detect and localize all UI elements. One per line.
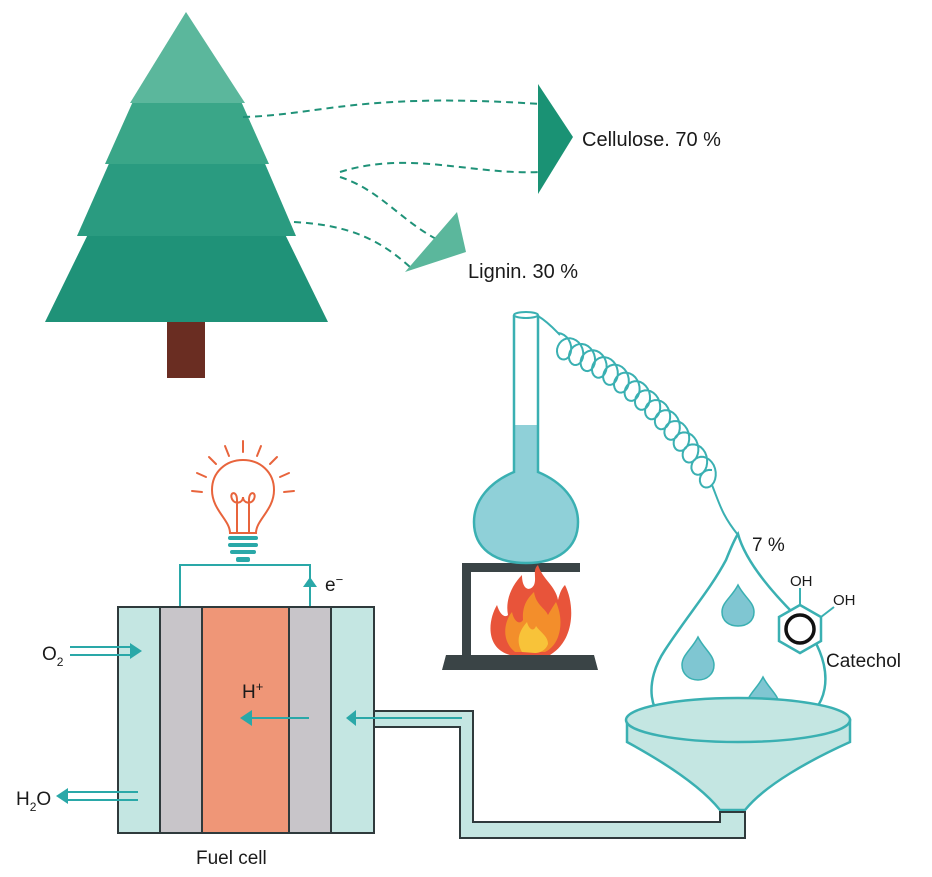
flow-line-1	[242, 99, 541, 118]
flow-line-3	[339, 176, 439, 241]
fuel-cell	[117, 606, 375, 834]
flame-inner	[518, 622, 548, 653]
bulb-base-tip	[236, 557, 250, 562]
droplet-2	[681, 635, 715, 681]
tree-tier-third	[77, 159, 296, 236]
ray-2	[224, 445, 230, 457]
condenser-coil	[537, 315, 739, 536]
lignin-label: Lignin. 30 %	[468, 261, 578, 283]
funnel-rim	[624, 696, 852, 744]
fuel-cell-label: Fuel cell	[196, 848, 267, 869]
flask-liquid	[474, 425, 578, 563]
water-label: H2O	[16, 789, 51, 814]
electron-label: e−	[325, 572, 343, 596]
water-outlet	[66, 791, 138, 801]
coil-outlet	[711, 484, 739, 536]
anode-electrode	[288, 606, 332, 834]
funnel-stand	[624, 696, 852, 812]
proton-label: H+	[242, 679, 263, 703]
cellulose-label: Cellulose. 70 %	[582, 129, 721, 151]
bulb-glass	[210, 458, 276, 534]
tree-tier-bottom	[45, 226, 328, 322]
stand-top	[462, 563, 580, 572]
ray-6	[196, 472, 207, 478]
bulb-base-ring-3	[230, 550, 256, 554]
flow-line-2	[339, 161, 541, 174]
bulb-rays	[191, 440, 295, 493]
tree-tier-second	[105, 99, 269, 164]
coil-inlet	[537, 315, 561, 336]
oh-bond-right	[820, 606, 835, 618]
oh-right-label: OH	[833, 592, 856, 609]
bulb-base-ring-1	[228, 536, 258, 540]
yield-label: 7 %	[752, 535, 785, 556]
cellulose-arrow-icon	[538, 84, 573, 194]
tree-icon	[45, 12, 328, 378]
coil-spiral	[555, 332, 717, 489]
bulb-base-ring-2	[228, 543, 258, 547]
catechol-aromatic-circle	[784, 613, 816, 645]
circuit-wire	[179, 564, 311, 607]
ray-9	[283, 490, 295, 493]
proton-arrow-icon	[240, 710, 252, 726]
stand-base	[442, 655, 598, 670]
flow-lines	[242, 99, 541, 268]
feed-arrow-icon	[346, 710, 356, 726]
flow-line-4	[293, 221, 411, 268]
ray-5	[269, 456, 278, 465]
flask-mouth	[513, 311, 539, 319]
flame-icon	[490, 565, 572, 655]
ray-8	[191, 490, 203, 493]
ray-4	[208, 456, 217, 465]
flask-outline	[472, 315, 580, 565]
h2o-arrow-icon	[56, 788, 68, 804]
cathode-electrode	[159, 606, 203, 834]
feed-pipe	[373, 710, 746, 839]
cathode-chamber	[117, 606, 161, 834]
lignin-arrow-icon	[405, 212, 466, 272]
bulb-filament	[230, 492, 256, 532]
electron-arrow-icon	[303, 577, 317, 587]
bulb-base	[228, 536, 258, 562]
benzene-ring-icon	[777, 588, 835, 655]
ray-3	[256, 445, 262, 457]
tree-tier-top	[130, 12, 245, 103]
oh-top-label: OH	[790, 573, 813, 590]
droplet-1	[721, 583, 755, 627]
o2-arrow-icon	[130, 643, 142, 659]
catechol-label: Catechol	[826, 651, 901, 672]
oxygen-inlet	[70, 646, 132, 656]
ray-7	[279, 472, 290, 478]
oxygen-label: O2	[42, 644, 64, 669]
flask-icon	[472, 311, 580, 565]
stand-pole	[462, 563, 471, 665]
lightbulb-icon	[191, 440, 295, 534]
heater-stand	[442, 563, 598, 670]
tree-trunk	[167, 318, 205, 378]
funnel-body	[625, 718, 852, 812]
